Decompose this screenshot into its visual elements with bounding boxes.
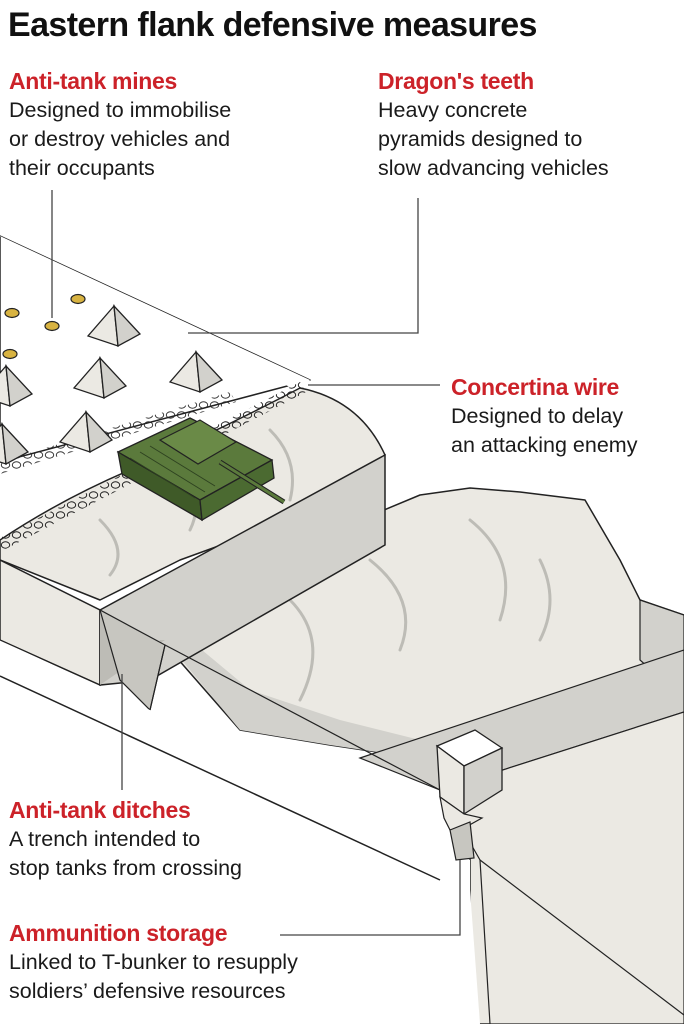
callout-text: Heavy concrete [378, 98, 528, 122]
callout-ammunition-storage: Ammunition storage Linked to T-bunker to… [9, 918, 298, 1006]
page-title: Eastern flank defensive measures [8, 6, 537, 44]
callout-text: or destroy vehicles and [9, 127, 231, 151]
callout-text: their occupants [9, 156, 155, 180]
dragons-teeth [0, 304, 224, 466]
leader-teeth [188, 198, 419, 334]
callout-concertina-wire: Concertina wire Designed to delay an att… [451, 372, 637, 460]
callout-text: soldiers’ defensive resources [9, 979, 286, 1003]
anti-tank-mines [2, 293, 86, 360]
leader-lines [51, 190, 461, 936]
leader-ammo [280, 860, 461, 936]
callout-dragons-teeth: Dragon's teeth Heavy concrete pyramids d… [378, 66, 609, 183]
tank [116, 417, 286, 522]
callout-anti-tank-mines: Anti-tank mines Designed to immobilise o… [9, 66, 231, 183]
callout-heading: Anti-tank ditches [9, 797, 191, 823]
callout-heading: Dragon's teeth [378, 68, 534, 94]
callout-text: Designed to immobilise [9, 98, 232, 122]
callout-text: pyramids designed to [378, 127, 583, 151]
callout-text: A trench intended to [9, 827, 201, 851]
callout-text: an attacking enemy [451, 433, 638, 457]
callout-heading: Concertina wire [451, 374, 620, 400]
callout-text: slow advancing vehicles [378, 156, 609, 180]
callout-anti-tank-ditches: Anti-tank ditches A trench intended to s… [9, 795, 242, 883]
callout-heading: Ammunition storage [9, 920, 228, 946]
callout-heading: Anti-tank mines [9, 68, 178, 94]
callout-text: stop tanks from crossing [9, 856, 243, 880]
callout-text: Linked to T-bunker to resupply [9, 950, 298, 974]
callout-text: Designed to delay [451, 404, 624, 428]
t-bunker [435, 729, 504, 861]
